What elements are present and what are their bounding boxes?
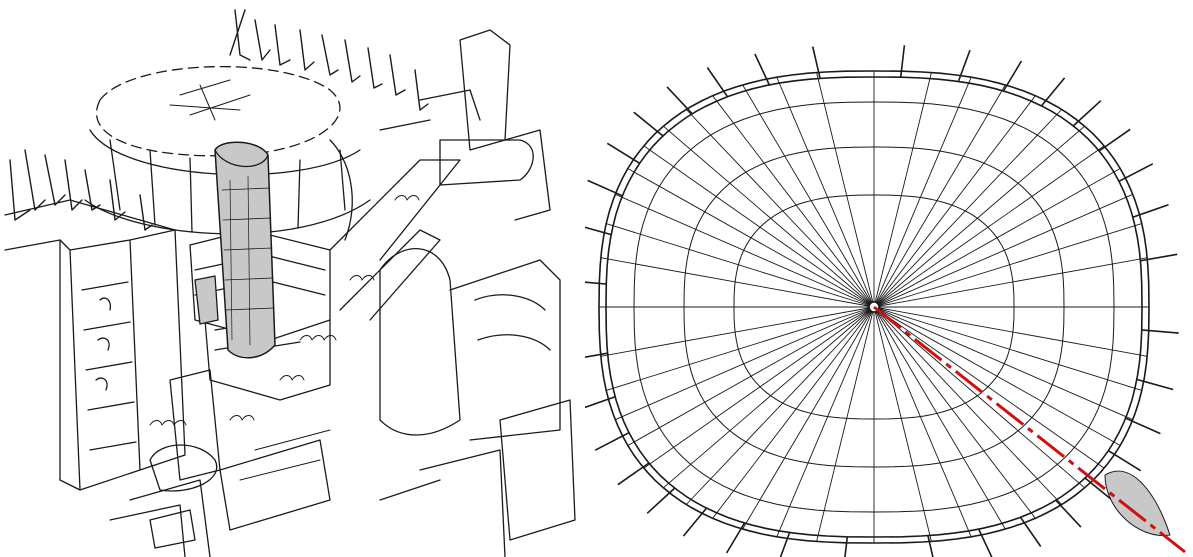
sightline bbox=[873, 305, 1186, 554]
roof-mast bbox=[682, 507, 708, 537]
roof-mast bbox=[1072, 100, 1102, 127]
roof-mast bbox=[606, 142, 641, 164]
roof-radial bbox=[873, 145, 1105, 308]
roof-radial bbox=[873, 306, 1006, 530]
roof-mast bbox=[646, 487, 676, 514]
right-street-buildings bbox=[329, 29, 576, 557]
roof-mast bbox=[666, 86, 693, 115]
roof-radial bbox=[873, 306, 1148, 357]
roof-mast bbox=[1125, 417, 1161, 435]
roof-radial bbox=[663, 306, 875, 489]
highlighted-tower bbox=[194, 141, 276, 359]
roof-mast bbox=[1019, 516, 1042, 547]
roof-mast bbox=[1098, 128, 1131, 152]
stadium-roof-masts bbox=[9, 9, 429, 231]
roof-radial bbox=[873, 223, 1142, 308]
roof-radial bbox=[776, 306, 875, 537]
roof-radial bbox=[643, 306, 875, 469]
roof-radial bbox=[606, 306, 875, 391]
roof-mast bbox=[585, 396, 616, 409]
roof-mast bbox=[779, 532, 791, 557]
roof-radial bbox=[873, 95, 1036, 308]
trees-and-street-texture bbox=[149, 195, 420, 481]
roof-mast bbox=[585, 281, 607, 285]
roof-plan-panel bbox=[585, 0, 1193, 557]
roof-mast bbox=[1141, 329, 1179, 334]
aerial-sketch-drawing bbox=[4, 9, 576, 557]
roof-mast bbox=[633, 111, 664, 137]
podium-terraces bbox=[4, 199, 331, 557]
tower-footprint-plan bbox=[1104, 470, 1171, 537]
roof-radial bbox=[873, 306, 1036, 519]
roof-radial bbox=[873, 306, 932, 542]
roof-radial bbox=[873, 257, 1148, 308]
roof-mast bbox=[1040, 77, 1066, 107]
roof-radial bbox=[873, 306, 1105, 469]
roof-mast bbox=[587, 179, 623, 197]
roof-radials bbox=[599, 71, 1149, 543]
roof-radial bbox=[873, 125, 1085, 308]
roof-mast bbox=[585, 226, 612, 236]
roof-radial bbox=[606, 223, 875, 308]
roof-radial bbox=[873, 193, 1133, 308]
roof-radial bbox=[712, 95, 875, 308]
roof-masts bbox=[585, 45, 1179, 557]
roof-mast bbox=[1084, 477, 1115, 503]
left-slab-building bbox=[59, 229, 186, 491]
roof-radial bbox=[712, 306, 875, 519]
roof-radial bbox=[685, 109, 875, 308]
roof-mast bbox=[844, 536, 849, 557]
roof-radial bbox=[873, 306, 1133, 421]
roof-radial bbox=[742, 306, 875, 530]
roof-radial bbox=[685, 306, 875, 505]
roof-mast bbox=[899, 45, 906, 78]
roof-radial bbox=[816, 306, 875, 542]
stadium-roof-plan bbox=[585, 45, 1186, 557]
roof-radial bbox=[873, 72, 932, 308]
roof-mast bbox=[585, 352, 608, 359]
roof-radial bbox=[742, 84, 875, 308]
roof-mast bbox=[706, 67, 729, 98]
roof-mast bbox=[1118, 163, 1154, 183]
roof-mast bbox=[927, 535, 934, 557]
roof-radial bbox=[615, 306, 875, 421]
roof-mast bbox=[1055, 499, 1082, 528]
roof-radial bbox=[873, 306, 1063, 505]
roof-radial bbox=[643, 145, 875, 308]
roof-radial bbox=[615, 193, 875, 308]
roof-radial bbox=[873, 84, 1006, 308]
roof-radial bbox=[873, 109, 1063, 308]
roof-mast bbox=[725, 522, 746, 554]
roof-radial bbox=[873, 306, 1142, 391]
roof-radial bbox=[776, 77, 875, 308]
roof-radial bbox=[627, 306, 875, 446]
roof-radial bbox=[627, 168, 875, 308]
stadium-roof-ellipse bbox=[95, 65, 341, 157]
roof-mast bbox=[957, 49, 971, 82]
roof-radial bbox=[600, 306, 875, 357]
roof-radial bbox=[873, 77, 972, 308]
roof-mast bbox=[1107, 450, 1142, 472]
roof-radial bbox=[873, 306, 972, 537]
roof-radial bbox=[873, 306, 1085, 489]
roof-radial bbox=[873, 168, 1121, 308]
roof-radial bbox=[873, 306, 1121, 446]
roof-mast bbox=[811, 46, 821, 79]
roof-mast bbox=[594, 431, 630, 451]
roof-mast bbox=[1136, 378, 1174, 391]
roof-mast bbox=[1132, 203, 1169, 218]
roof-mast bbox=[617, 462, 650, 486]
roof-mast bbox=[1002, 60, 1023, 92]
roof-radial bbox=[816, 72, 875, 308]
roof-mast bbox=[1140, 253, 1178, 262]
stadium-bowl bbox=[84, 129, 371, 241]
roof-mast bbox=[977, 528, 993, 557]
roof-radial bbox=[600, 257, 875, 308]
roof-radial bbox=[663, 125, 875, 308]
roof-mast bbox=[754, 53, 771, 86]
aerial-sketch-panel bbox=[0, 0, 580, 557]
